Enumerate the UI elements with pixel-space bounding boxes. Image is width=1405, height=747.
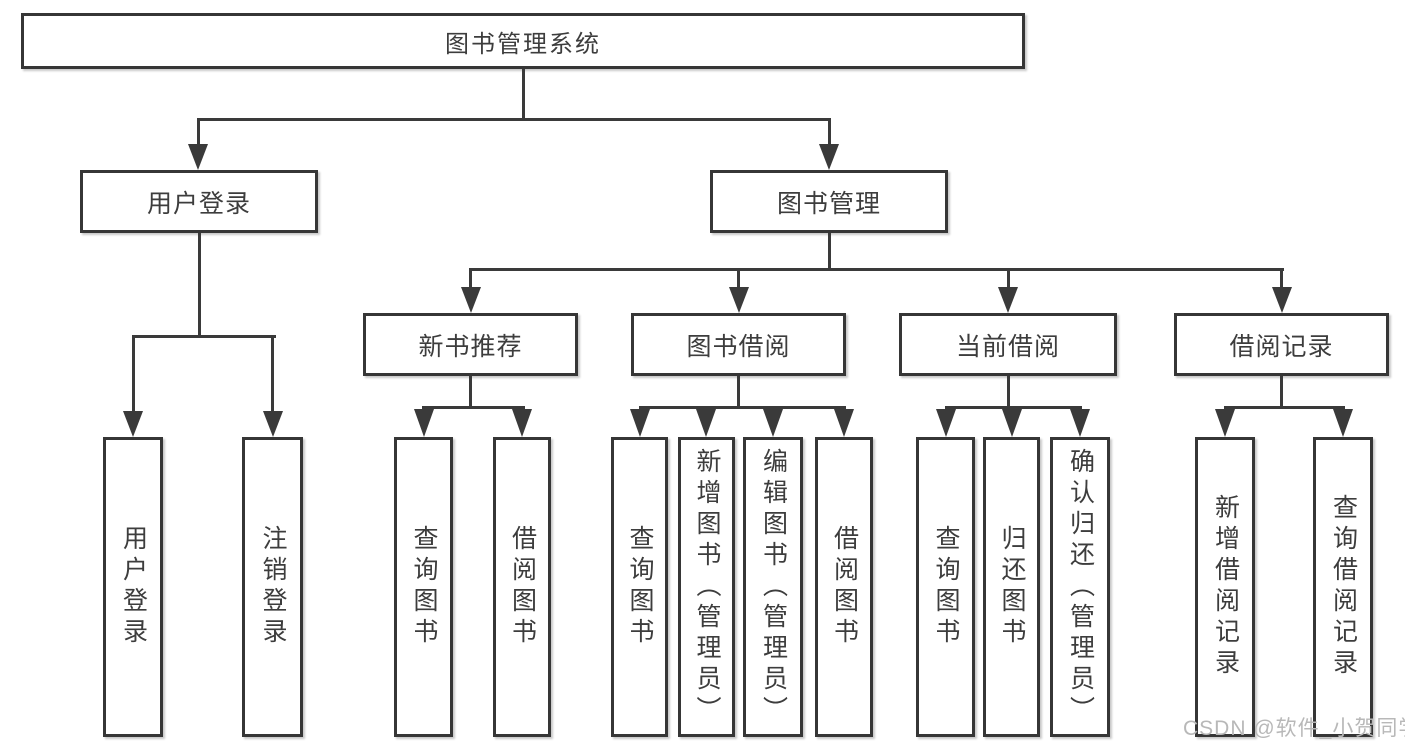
leaf-label: 查询借阅记录 bbox=[1329, 494, 1358, 680]
leaf-query-books-current: 查询图书 bbox=[916, 437, 975, 737]
connector-line bbox=[944, 406, 1082, 409]
node-label: 图书管理系统 bbox=[445, 30, 601, 58]
leaf-label: 新增借阅记录 bbox=[1211, 494, 1240, 680]
connector-line bbox=[469, 268, 1284, 271]
leaf-user-login: 用户登录 bbox=[103, 437, 163, 737]
node-label: 用户登录 bbox=[146, 189, 251, 218]
connector-line bbox=[638, 406, 846, 409]
leaf-label: 查询图书 bbox=[410, 525, 438, 649]
leaf-label: 用户登录 bbox=[119, 525, 148, 649]
connector-line bbox=[131, 335, 276, 338]
leaf-return-books: 归还图书 bbox=[983, 437, 1040, 737]
leaf-query-books-recommend: 查询图书 bbox=[394, 437, 453, 737]
connector-line bbox=[422, 406, 525, 409]
node-user-login: 用户登录 bbox=[80, 170, 318, 233]
connector-line bbox=[1280, 376, 1283, 408]
connector-line bbox=[469, 376, 472, 408]
leaf-confirm-return-admin: 确认归还（管理员） bbox=[1050, 437, 1110, 737]
leaf-label: 查询图书 bbox=[626, 525, 654, 649]
connector-arrowhead bbox=[1001, 409, 1022, 437]
connector-arrowhead bbox=[819, 144, 839, 170]
connector-arrowhead bbox=[1271, 287, 1292, 313]
connector-line bbox=[737, 268, 740, 293]
connector-arrowhead bbox=[1070, 409, 1090, 437]
connector-line bbox=[196, 118, 831, 121]
connector-arrowhead bbox=[763, 409, 783, 437]
leaf-label: 新增图书（管理员） bbox=[693, 447, 721, 727]
connector-line bbox=[196, 118, 200, 150]
connector-arrowhead bbox=[936, 409, 956, 437]
connector-line bbox=[1280, 268, 1283, 293]
node-borrow-records: 借阅记录 bbox=[1174, 313, 1389, 376]
node-library-system: 图书管理系统 bbox=[21, 13, 1025, 69]
connector-line bbox=[827, 118, 831, 150]
connector-arrowhead bbox=[696, 409, 716, 437]
connector-line bbox=[1006, 268, 1010, 293]
connector-line bbox=[469, 268, 472, 293]
connector-arrowhead bbox=[512, 409, 532, 437]
leaf-borrow-books-recommend: 借阅图书 bbox=[493, 437, 551, 737]
node-label: 当前借阅 bbox=[955, 332, 1060, 361]
connector-arrowhead bbox=[460, 287, 481, 313]
leaf-add-borrow-record: 新增借阅记录 bbox=[1195, 437, 1255, 737]
connector-arrowhead bbox=[834, 409, 854, 437]
leaf-logout: 注销登录 bbox=[242, 437, 303, 737]
connector-arrowhead bbox=[188, 144, 208, 170]
leaf-add-books-admin: 新增图书（管理员） bbox=[678, 437, 735, 737]
node-new-book-recommend: 新书推荐 bbox=[363, 313, 578, 376]
connector-line bbox=[521, 69, 525, 120]
leaf-edit-books-admin: 编辑图书（管理员） bbox=[743, 437, 803, 737]
node-label: 图书借阅 bbox=[686, 332, 791, 361]
connector-arrowhead bbox=[998, 287, 1018, 313]
node-label: 新书推荐 bbox=[418, 332, 523, 361]
leaf-label: 借阅图书 bbox=[508, 525, 537, 649]
leaf-label: 查询图书 bbox=[932, 525, 960, 649]
leaf-label: 借阅图书 bbox=[830, 525, 859, 649]
csdn-watermark: CSDN @软件_小贺同学 bbox=[1183, 717, 1405, 740]
node-current-borrow: 当前借阅 bbox=[899, 313, 1117, 376]
connector-arrowhead bbox=[1215, 409, 1235, 437]
connector-arrowhead bbox=[630, 409, 650, 437]
connector-line bbox=[197, 233, 201, 335]
node-book-management: 图书管理 bbox=[710, 170, 948, 233]
node-book-borrow: 图书借阅 bbox=[631, 313, 846, 376]
connector-arrowhead bbox=[262, 411, 283, 437]
connector-line bbox=[827, 233, 831, 270]
connector-arrowhead bbox=[728, 287, 749, 313]
connector-arrowhead bbox=[413, 409, 434, 437]
connector-line bbox=[131, 335, 135, 415]
leaf-label: 归还图书 bbox=[998, 525, 1026, 649]
connector-line bbox=[271, 335, 274, 415]
leaf-query-borrow-record: 查询借阅记录 bbox=[1313, 437, 1373, 737]
connector-line bbox=[737, 376, 740, 408]
connector-arrowhead bbox=[123, 411, 143, 437]
node-label: 借阅记录 bbox=[1229, 332, 1334, 361]
leaf-label: 确认归还（管理员） bbox=[1066, 447, 1095, 727]
leaf-label: 注销登录 bbox=[259, 525, 287, 649]
leaf-query-books-borrow: 查询图书 bbox=[611, 437, 668, 737]
leaf-borrow-books: 借阅图书 bbox=[815, 437, 873, 737]
connector-line bbox=[1006, 376, 1010, 408]
leaf-label: 编辑图书（管理员） bbox=[759, 447, 788, 727]
connector-line bbox=[1223, 406, 1345, 409]
node-label: 图书管理 bbox=[776, 189, 881, 218]
connector-arrowhead bbox=[1333, 409, 1353, 437]
